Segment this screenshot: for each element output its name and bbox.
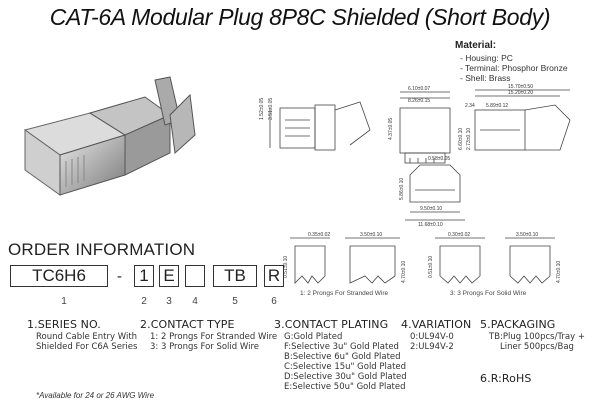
code-dash: -	[117, 268, 122, 285]
plating-line-2: F:Selective 3u" Gold Plated	[284, 342, 399, 352]
dim-side-h1: 1.52±0.05	[259, 98, 265, 120]
dim-side-h2: 3.51±0.05	[268, 98, 274, 120]
plating-line-4: C:Selective 15u" Gold Plated	[284, 362, 407, 372]
variation-line-2: 2:UL94V-2	[410, 342, 454, 352]
dim-prong-w3: 0.30±0.02	[448, 232, 470, 238]
packaging-line-2: Liner 500pcs/Bag	[500, 342, 574, 352]
dim-right-w1: 15.70±0.50	[508, 84, 533, 90]
code-number-4: 4	[192, 296, 198, 307]
rohs-heading: 6.R:RoHS	[480, 372, 532, 385]
packaging-line-1: TB:Plug 100pcs/Tray +	[489, 332, 585, 342]
code-contact-type: 1	[134, 265, 154, 287]
code-rohs: R	[264, 265, 284, 287]
variation-heading: 4.VARIATION	[401, 318, 472, 331]
material-shell: - Shell: Brass	[460, 73, 511, 83]
plug-photo-illustration	[23, 76, 196, 196]
dim-prong-w2: 3.50±0.10	[360, 232, 382, 238]
code-number-1: 1	[61, 296, 67, 307]
prong-caption-solid: 3: 3 Prongs For Solid Wire	[450, 290, 527, 297]
dim-prong-w4: 3.50±0.10	[516, 232, 538, 238]
dim-back-w2: 11.68±0.10	[418, 222, 443, 228]
series-heading: 1.SERIES NO.	[27, 318, 101, 331]
code-number-5: 5	[232, 296, 238, 307]
code-variation	[185, 265, 205, 287]
code-series: TC6H6	[10, 265, 108, 287]
dim-prong-h1: 0.51±0.10	[283, 256, 289, 278]
contact-type-line-2: 3: 3 Prongs For Solid Wire	[150, 342, 259, 352]
contact-type-line-1: 1: 2 Prongs For Stranded Wire	[150, 332, 278, 342]
contact-type-heading: 2.CONTACT TYPE	[140, 318, 235, 331]
plating-line-1: G:Gold Plated	[284, 332, 343, 342]
order-information-heading: ORDER INFORMATION	[8, 240, 196, 259]
prong-caption-stranded: 1: 2 Prongs For Stranded Wire	[300, 290, 389, 297]
packaging-heading: 5.PACKAGING	[480, 318, 556, 331]
material-housing: - Housing: PC	[460, 53, 513, 63]
technical-drawings: 1.52±0.05 3.51±0.05 6.10±0.07 8.26±0.15 …	[259, 84, 571, 228]
dim-right-h1: 2.73±0.10	[466, 128, 472, 150]
plating-line-6: E:Selective 50u" Gold Plated	[284, 382, 406, 392]
dim-back-w1: 9.50±0.10	[420, 206, 442, 212]
dim-front-w3: 0.58±0.05	[428, 156, 450, 162]
page-title: CAT-6A Modular Plug 8P8C Shielded (Short…	[49, 4, 551, 30]
code-packaging: TB	[213, 265, 257, 287]
dim-front-w2: 8.26±0.15	[408, 98, 430, 104]
prong-drawings: 0.35±0.02 3.50±0.10 0.51±0.10 4.70±0.10 …	[283, 232, 562, 284]
dim-prong-h4: 4.70±0.10	[556, 261, 562, 283]
dim-right-h2: 6.60±0.10	[458, 128, 464, 150]
plating-line-3: B:Selective 6u" Gold Plated	[284, 352, 401, 362]
material-terminal: - Terminal: Phosphor Bronze	[460, 63, 568, 73]
awg-note: *Available for 24 or 26 AWG Wire	[36, 391, 155, 400]
dim-prong-h2: 4.70±0.10	[401, 261, 407, 283]
code-number-3: 3	[166, 296, 172, 307]
dim-prong-w1: 0.35±0.02	[308, 232, 330, 238]
material-heading: Material:	[455, 40, 497, 51]
contact-plating-heading: 3.CONTACT PLATING	[274, 318, 389, 331]
series-line-2: Shielded For C6A Series	[36, 342, 138, 352]
dim-prong-h3: 0.51±0.10	[428, 256, 434, 278]
variation-line-1: 0:UL94V-0	[410, 332, 454, 342]
dim-front-w1: 6.10±0.07	[408, 86, 430, 92]
dim-front-h: 4.37±0.05	[388, 118, 394, 140]
plating-line-5: D:Selective 30u" Gold Plated	[284, 372, 407, 382]
dim-back-h: 5.86±0.10	[399, 178, 405, 200]
code-number-2: 2	[141, 296, 147, 307]
series-line-1: Round Cable Entry With	[36, 332, 138, 342]
code-contact-plating: E	[159, 265, 179, 287]
code-number-6: 6	[271, 296, 277, 307]
dim-right-w4: 2.34	[465, 103, 475, 109]
dim-right-w2: 15.20±0.20	[508, 90, 533, 96]
dim-right-w3: 5.89±0.12	[486, 103, 508, 109]
